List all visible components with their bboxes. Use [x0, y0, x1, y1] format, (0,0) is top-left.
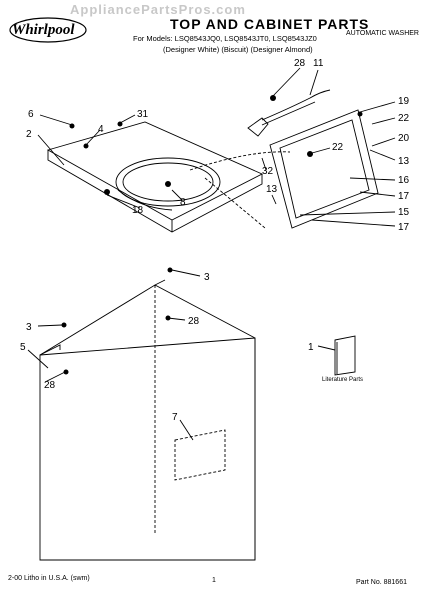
callout-1: 1	[308, 342, 314, 353]
part-number: Part No. 881661	[356, 579, 407, 586]
watermark-text: AppliancePartsPros.com	[70, 2, 246, 17]
callout-28: 28	[294, 58, 306, 69]
callout-15: 15	[398, 207, 410, 218]
page-number: 1	[212, 577, 216, 584]
clip-3-icon	[167, 267, 173, 273]
callout-32: 32	[262, 166, 274, 177]
callout-3: 3	[204, 272, 210, 283]
cabinet	[39, 279, 256, 561]
color-variants: (Designer White) (Biscuit) (Designer Alm…	[163, 45, 313, 54]
literature-parts-label: Literature Parts	[322, 377, 364, 383]
callout-18: 18	[132, 205, 144, 216]
clip-3b-icon	[61, 322, 67, 328]
callout-8: 8	[180, 197, 186, 208]
whirlpool-logo	[9, 17, 87, 43]
lid	[269, 109, 379, 229]
callout-11: 11	[313, 58, 324, 69]
model-list: For Models: LSQ8543JQ0, LSQ8543JT0, LSQ8…	[133, 34, 317, 43]
callout-19: 19	[398, 96, 410, 107]
callout-16: 16	[398, 175, 410, 186]
callout-22b: 22	[332, 142, 344, 153]
callout-13b: 13	[266, 184, 278, 195]
callout-17b: 17	[398, 222, 410, 233]
brand-name: Whirlpool	[12, 22, 75, 38]
part-6-icon	[69, 123, 75, 129]
bumper-22b-icon	[307, 151, 313, 157]
callout-6: 6	[28, 109, 34, 120]
callout-7: 7	[172, 412, 178, 423]
screw-28c-icon	[63, 369, 69, 375]
part-31-icon	[117, 121, 123, 127]
part-18-icon	[104, 189, 110, 195]
callout-22: 22	[398, 113, 410, 124]
callout-2: 2	[26, 129, 32, 140]
literature-parts-illustration	[334, 335, 356, 376]
screw-28-icon	[270, 95, 276, 101]
callout-20: 20	[398, 133, 410, 144]
top-panel	[46, 121, 264, 233]
callout-5: 5	[20, 342, 26, 353]
page-title: TOP AND CABINET PARTS	[170, 16, 370, 32]
callout-31: 31	[137, 109, 149, 120]
callout-28b: 28	[188, 316, 200, 327]
screw-8-icon	[165, 181, 171, 187]
washer-type: AUTOMATIC WASHER	[346, 30, 419, 37]
hinge-harness	[247, 89, 331, 137]
print-info: 2-00 Litho in U.S.A. (swm)	[8, 575, 90, 582]
callout-17: 17	[398, 191, 410, 202]
bumper-22-icon	[357, 111, 363, 117]
part-4-icon	[83, 143, 89, 149]
callout-28c: 28	[44, 380, 56, 391]
callout-3b: 3	[26, 322, 32, 333]
callout-13: 13	[398, 156, 410, 167]
screw-28b-icon	[165, 315, 171, 321]
callout-4: 4	[98, 124, 104, 135]
